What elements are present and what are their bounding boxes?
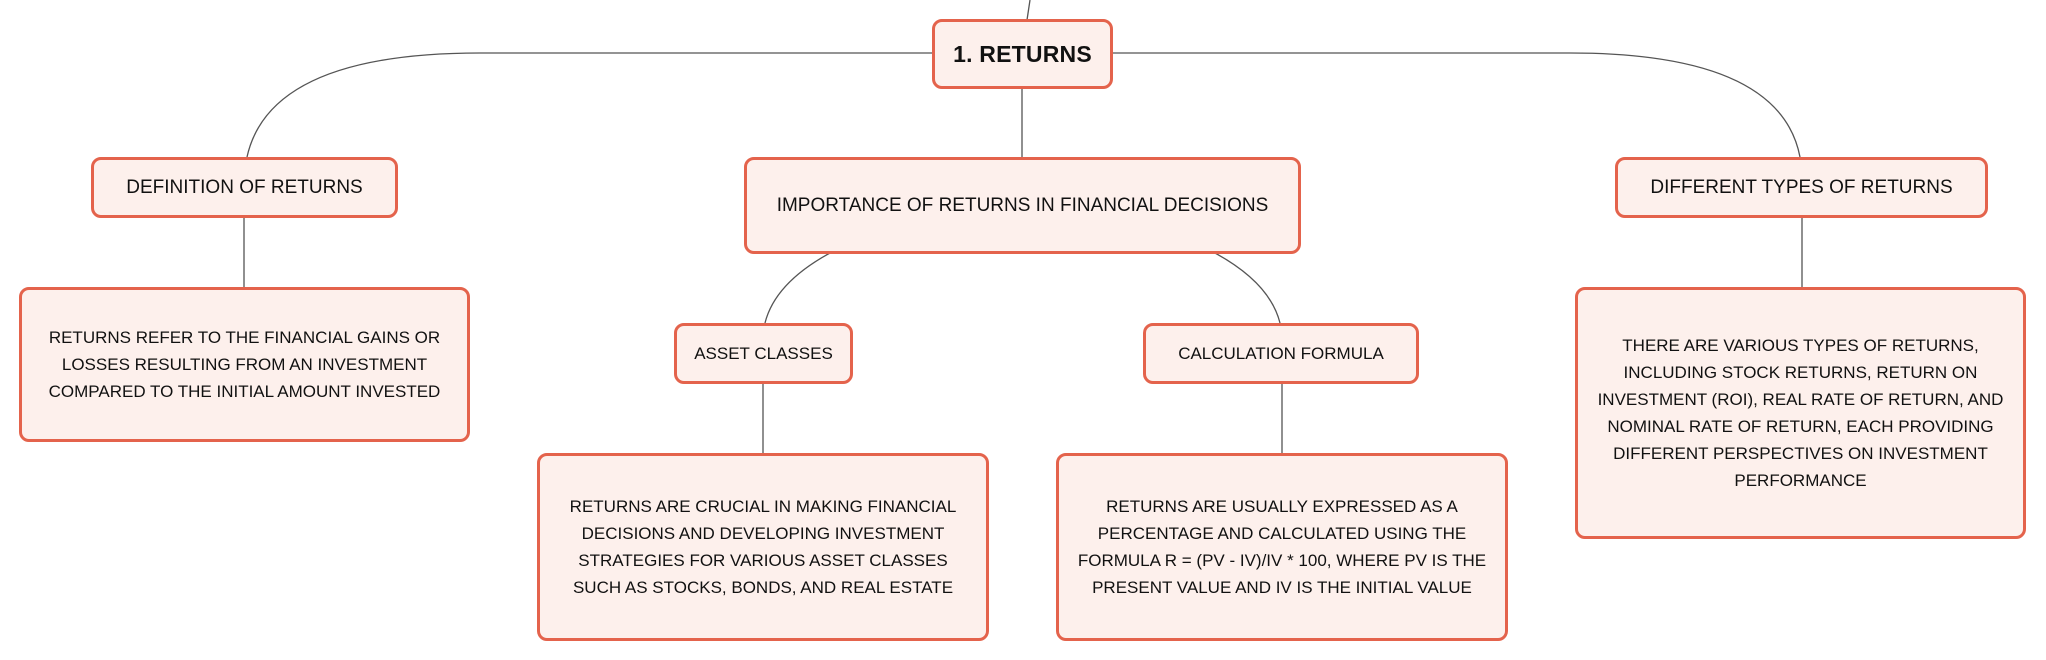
connector-importance-calculation [1214, 252, 1281, 324]
asset-classes-detail-text: RETURNS ARE CRUCIAL IN MAKING FINANCIAL … [569, 497, 957, 597]
types-label: DIFFERENT TYPES OF RETURNS [1650, 176, 1953, 198]
connector-root-definition [246, 52, 935, 158]
definition-detail-node[interactable]: RETURNS REFER TO THE FINANCIAL GAINS OR … [19, 287, 470, 442]
connector-root-parent [1026, 0, 1031, 21]
importance-of-returns-node[interactable]: IMPORTANCE OF RETURNS IN FINANCIAL DECIS… [744, 157, 1301, 254]
connector-importance-assets [764, 252, 831, 324]
asset-classes-label: ASSET CLASSES [694, 343, 833, 363]
definition-of-returns-node[interactable]: DEFINITION OF RETURNS [91, 157, 398, 218]
types-of-returns-node[interactable]: DIFFERENT TYPES OF RETURNS [1615, 157, 1988, 218]
asset-classes-node[interactable]: ASSET CLASSES [674, 323, 853, 384]
definition-label: DEFINITION OF RETURNS [126, 176, 363, 198]
definition-detail-text: RETURNS REFER TO THE FINANCIAL GAINS OR … [48, 328, 441, 401]
types-detail-node[interactable]: THERE ARE VARIOUS TYPES OF RETURNS, INCL… [1575, 287, 2026, 539]
calculation-formula-node[interactable]: CALCULATION FORMULA [1143, 323, 1419, 384]
root-label: 1. RETURNS [953, 40, 1092, 67]
types-detail-text: THERE ARE VARIOUS TYPES OF RETURNS, INCL… [1597, 336, 2004, 490]
calculation-formula-label: CALCULATION FORMULA [1178, 343, 1384, 363]
asset-classes-detail-node[interactable]: RETURNS ARE CRUCIAL IN MAKING FINANCIAL … [537, 453, 989, 641]
calculation-formula-detail-text: RETURNS ARE USUALLY EXPRESSED AS A PERCE… [1077, 497, 1487, 597]
importance-label: IMPORTANCE OF RETURNS IN FINANCIAL DECIS… [776, 194, 1269, 216]
root-node[interactable]: 1. RETURNS [932, 19, 1113, 89]
calculation-formula-detail-node[interactable]: RETURNS ARE USUALLY EXPRESSED AS A PERCE… [1056, 453, 1508, 641]
connector-root-types [1112, 52, 1801, 158]
